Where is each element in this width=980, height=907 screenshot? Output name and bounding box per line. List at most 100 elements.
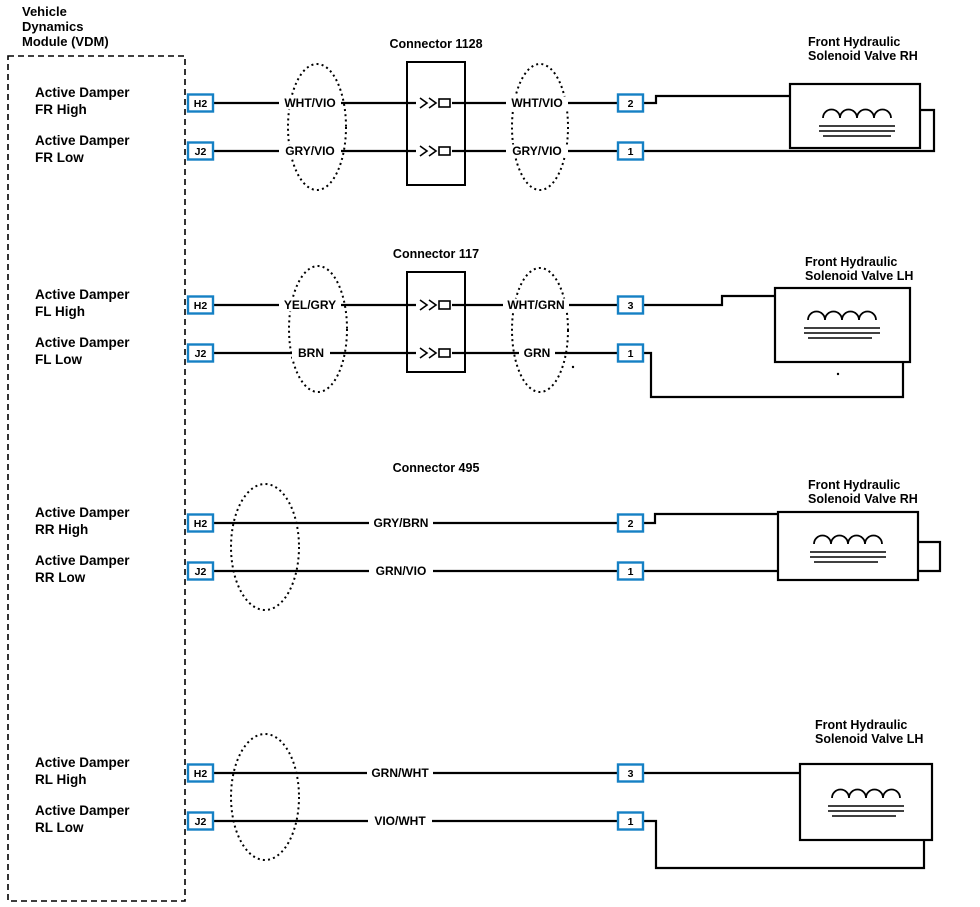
damper-label: Active Damper [35, 335, 130, 350]
wire-color-label: GRY/VIO [285, 144, 335, 158]
circuit-group-rr: Connector 495 Front Hydraulic Solenoid V… [35, 461, 942, 611]
valve-pin-label: 1 [628, 566, 634, 578]
damper-label: Active Damper [35, 505, 130, 520]
valve-pin-box [616, 93, 645, 113]
module-pin-box [186, 295, 215, 315]
module-pin-label: J2 [195, 348, 207, 360]
valve-pin-label: 3 [628, 300, 634, 312]
valve-pin-label: 1 [628, 348, 634, 360]
harness-ellipse [511, 63, 569, 191]
vdm-title: Dynamics [22, 19, 83, 34]
valve-box [776, 510, 920, 582]
valve-pin-box [616, 295, 645, 315]
connector-terminal-icon [416, 95, 452, 111]
valve-label: Solenoid Valve RH [808, 49, 918, 63]
valve-label: Solenoid Valve RH [808, 492, 918, 506]
wire-color-label: BRN [298, 346, 324, 360]
circuit-group-fr: Connector 1128 Front Hydraulic Solenoid … [35, 35, 936, 191]
wire [643, 512, 778, 525]
module-pin-box [186, 513, 215, 533]
connector-box [406, 61, 466, 186]
module-pin-label: H2 [194, 518, 208, 530]
damper-label: FR High [35, 102, 87, 117]
module-pin-box [186, 561, 215, 581]
damper-label: RL Low [35, 820, 84, 835]
damper-label: Active Damper [35, 755, 130, 770]
valve-box [773, 286, 912, 364]
module-pin-label: H2 [194, 98, 208, 110]
wire [643, 351, 905, 399]
wire-color-label: GRY/VIO [512, 144, 562, 158]
module-pin-box [186, 763, 215, 783]
damper-label: RL High [35, 772, 87, 787]
stray-mark [836, 372, 840, 376]
valve-label: Solenoid Valve LH [815, 732, 923, 746]
connector-label: Connector 117 [393, 247, 479, 261]
valve-pin-label: 1 [628, 146, 634, 158]
valve-pin-label: 2 [628, 518, 634, 530]
valve-pin-box [616, 141, 645, 161]
vdm-title: Vehicle [22, 4, 67, 19]
solenoid-coil-icon [804, 310, 880, 339]
harness-ellipse [511, 267, 569, 393]
valve-pin-label: 3 [628, 768, 634, 780]
circuit-group-rl: Front Hydraulic Solenoid Valve LH GRN/WH… [35, 718, 934, 870]
connector-terminal-icon [416, 143, 452, 159]
solenoid-coil-icon [819, 108, 895, 137]
damper-label: RR Low [35, 570, 86, 585]
connector-terminal-icon [416, 297, 452, 313]
damper-label: Active Damper [35, 803, 130, 818]
damper-label: FL Low [35, 352, 82, 367]
circuit-group-fl: Connector 117 Front Hydraulic Solenoid V… [35, 247, 913, 399]
module-pin-label: H2 [194, 300, 208, 312]
valve-box [798, 762, 934, 842]
valve-label: Front Hydraulic [808, 478, 900, 492]
solenoid-coil-icon [828, 788, 904, 817]
wire-color-label: GRY/BRN [374, 516, 429, 530]
wire-color-label: YEL/GRY [284, 298, 336, 312]
valve-pin-label: 1 [628, 816, 634, 828]
wire [643, 108, 936, 153]
valve-box [788, 82, 922, 150]
valve-pin-box [616, 513, 645, 533]
harness-ellipse [288, 265, 348, 393]
wire-color-label: WHT/VIO [284, 96, 335, 110]
module-pin-box [186, 141, 215, 161]
harness-ellipse [287, 63, 347, 191]
valve-pin-box [616, 561, 645, 581]
module-pin-box [186, 811, 215, 831]
valve-label: Front Hydraulic [815, 718, 907, 732]
damper-label: Active Damper [35, 287, 130, 302]
wire-color-label: VIO/WHT [374, 814, 426, 828]
wire-color-label: GRN/WHT [371, 766, 429, 780]
module-pin-box [186, 343, 215, 363]
wire-color-label: WHT/VIO [511, 96, 562, 110]
valve-pin-box [616, 763, 645, 783]
damper-label: FL High [35, 304, 85, 319]
vdm-dashed-box [7, 55, 186, 902]
stray-mark [571, 365, 575, 369]
valve-label: Front Hydraulic [808, 35, 900, 49]
damper-label: Active Damper [35, 85, 130, 100]
damper-label: RR High [35, 522, 88, 537]
module-pin-label: J2 [195, 146, 207, 158]
module-pin-label: H2 [194, 768, 208, 780]
wire [643, 94, 790, 105]
connector-label: Connector 495 [393, 461, 480, 475]
wire-color-label: GRN/VIO [376, 564, 427, 578]
connector-terminal-icon [416, 345, 452, 361]
vdm-title: Module (VDM) [22, 34, 109, 49]
solenoid-coil-icon [810, 534, 886, 563]
valve-pin-label: 2 [628, 98, 634, 110]
valve-label: Solenoid Valve LH [805, 269, 913, 283]
valve-pin-box [616, 343, 645, 363]
connector-label: Connector 1128 [389, 37, 482, 51]
damper-label: Active Damper [35, 553, 130, 568]
wire [643, 819, 926, 870]
wire [643, 294, 775, 307]
module-pin-label: J2 [195, 816, 207, 828]
harness-ellipse [230, 483, 300, 611]
module-pin-label: J2 [195, 566, 207, 578]
